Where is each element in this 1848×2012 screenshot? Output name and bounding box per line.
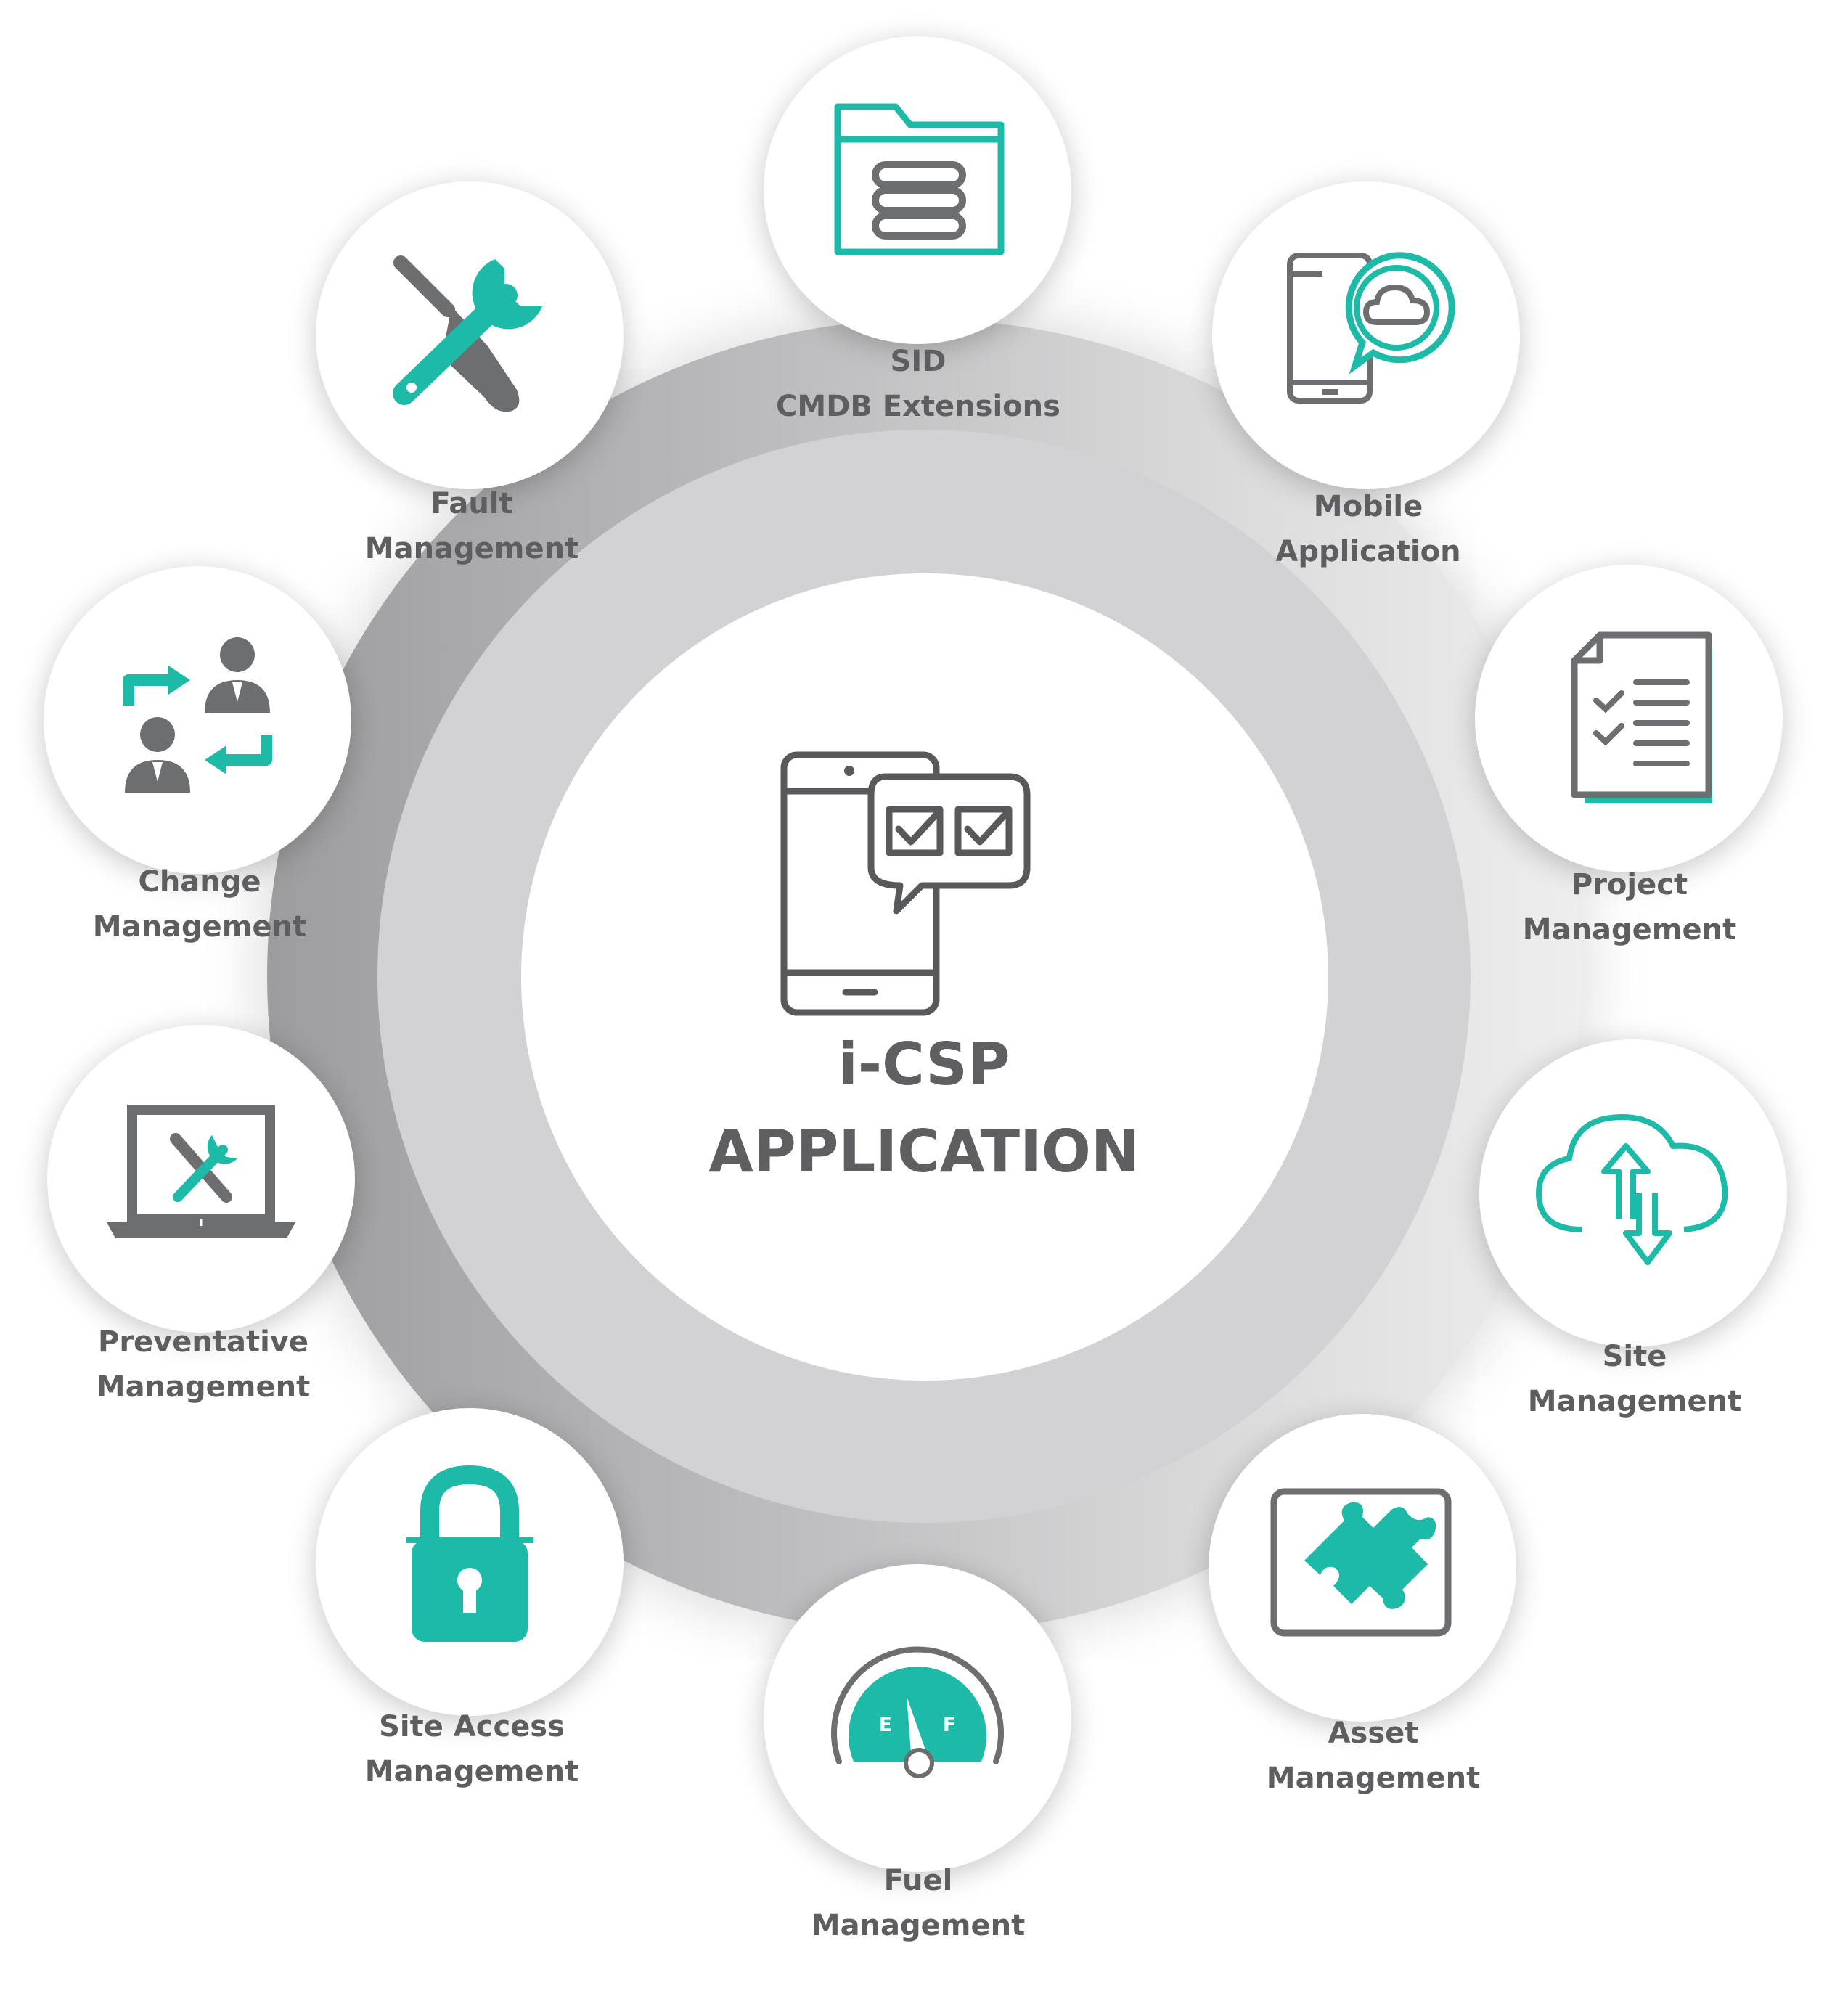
puzzle-icon — [1270, 1488, 1452, 1637]
fuel-gauge-icon: E F — [831, 1646, 1004, 1778]
gauge-empty-label: E — [879, 1714, 892, 1736]
label-line2: Management — [1266, 1762, 1481, 1795]
label-line1: Preventative — [98, 1325, 308, 1359]
label-fuel-management: Fuel Management — [729, 1858, 1107, 1948]
label-line1: Site — [1602, 1340, 1667, 1373]
padlock-icon — [406, 1465, 533, 1642]
label-line1: Fuel — [883, 1864, 953, 1897]
label-line2: Management — [92, 910, 307, 944]
document-checklist-icon — [1571, 631, 1712, 803]
label-line2: Management — [1527, 1385, 1742, 1418]
mobile-cloud-icon — [1287, 252, 1455, 404]
label-line1: Project — [1571, 868, 1688, 901]
label-fault-management: Fault Management — [283, 481, 661, 571]
node-fuel-management[interactable]: E F — [764, 1564, 1071, 1872]
label-line2: Management — [364, 532, 579, 565]
node-sid-cmdb[interactable] — [764, 36, 1071, 344]
center-circle — [521, 573, 1328, 1381]
label-line2: Management — [96, 1370, 311, 1404]
phone-chat-check-icon — [780, 751, 1031, 1016]
laptop-tools-icon — [107, 1105, 295, 1238]
label-line1: Mobile — [1313, 490, 1423, 523]
label-line1: Fault — [430, 487, 513, 520]
label-line2: Management — [1522, 913, 1737, 946]
label-site-management: Site Management — [1446, 1334, 1823, 1424]
label-line1: SID — [890, 345, 947, 378]
label-line2: Management — [811, 1909, 1026, 1942]
node-change-management[interactable] — [44, 566, 351, 874]
label-asset-management: Asset Management — [1185, 1711, 1562, 1801]
cloud-sync-icon — [1536, 1114, 1728, 1265]
label-line2: Management — [364, 1755, 579, 1788]
node-site-access-management[interactable] — [316, 1408, 624, 1716]
gauge-full-label: F — [943, 1714, 956, 1736]
label-change-management: Change Management — [11, 859, 388, 949]
center-title-line1: i-CSP — [838, 1031, 1010, 1098]
label-project-management: Project Management — [1441, 862, 1818, 952]
label-mobile-application: Mobile Application — [1179, 484, 1557, 574]
label-line2: CMDB Extensions — [776, 390, 1060, 423]
center-title-line2: APPLICATION — [708, 1118, 1140, 1185]
label-site-access-management: Site Access Management — [283, 1704, 661, 1794]
label-line1: Asset — [1328, 1717, 1419, 1750]
node-asset-management[interactable] — [1209, 1414, 1516, 1722]
label-line2: Application — [1275, 535, 1461, 568]
label-preventative-management: Preventative Management — [15, 1320, 392, 1410]
label-line1: Site Access — [379, 1710, 565, 1743]
wrench-screwdriver-icon — [393, 255, 542, 412]
node-site-management[interactable] — [1479, 1039, 1787, 1347]
label-sid-cmdb: SID CMDB Extensions — [729, 339, 1107, 429]
node-fault-management[interactable] — [316, 181, 624, 489]
node-preventative-management[interactable] — [47, 1025, 355, 1333]
node-mobile-application[interactable] — [1212, 181, 1520, 489]
people-swap-icon — [123, 637, 272, 793]
label-line1: Change — [138, 865, 261, 899]
folder-server-icon — [834, 103, 1005, 255]
camera-dot — [844, 766, 854, 776]
node-project-management[interactable] — [1475, 565, 1783, 872]
